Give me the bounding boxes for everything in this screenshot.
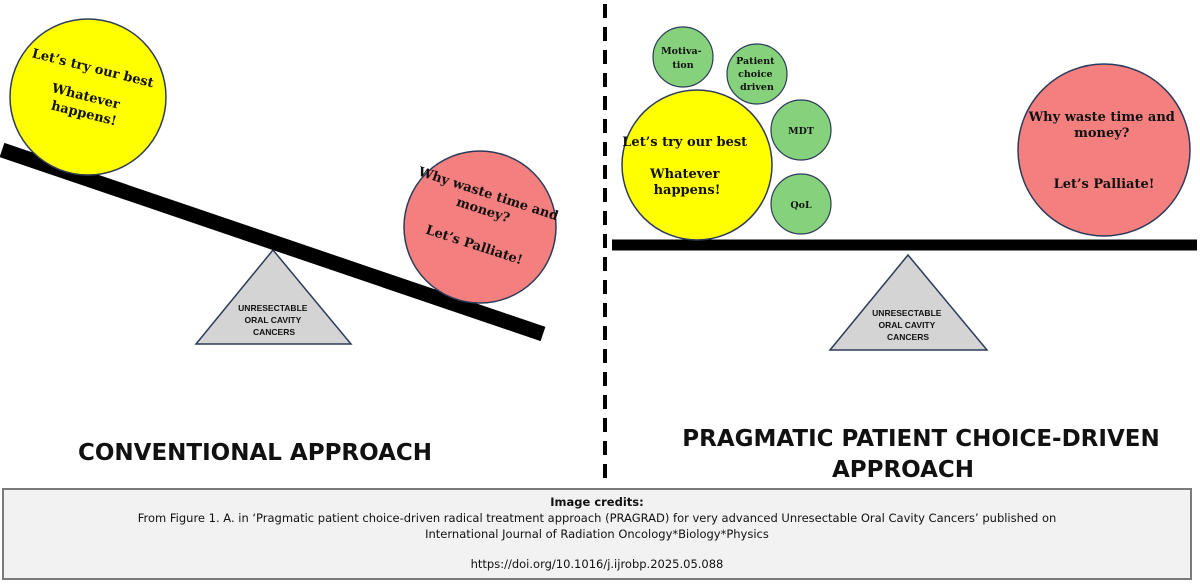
conventional-panel: UNRESECTABLE ORAL CAVITY CANCERS Let’s t… <box>0 18 560 466</box>
qol-circle <box>770 173 832 235</box>
image-credits-box: Image credits: From Figure 1. A. in ‘Pra… <box>2 488 1192 580</box>
pragmatic-heading: PRAGMATIC PATIENT CHOICE-DRIVEN APPROACH <box>682 426 1167 483</box>
right-yellow-text: Let’s try our best Whatever happens! <box>622 135 751 198</box>
conventional-heading: CONVENTIONAL APPROACH <box>78 440 432 466</box>
right-red-circle <box>1017 63 1191 237</box>
mdt-label: MDT <box>788 126 814 137</box>
credits-journal-line: International Journal of Radiation Oncol… <box>425 527 769 541</box>
motivation-label: Motiva- tion <box>661 46 705 71</box>
right-yellow-circle <box>621 89 773 241</box>
credits-title: Image credits: <box>550 495 644 509</box>
credits-source-line: From Figure 1. A. in ‘Pragmatic patient … <box>137 511 1057 525</box>
right-fulcrum-label: UNRESECTABLE ORAL CAVITY CANCERS <box>872 308 944 342</box>
balance-diagram: UNRESECTABLE ORAL CAVITY CANCERS Let’s t… <box>0 4 1197 484</box>
left-red-circle <box>403 150 557 304</box>
motivation-circle <box>652 26 714 88</box>
left-fulcrum-triangle <box>194 248 353 345</box>
left-yellow-circle <box>9 18 167 176</box>
qol-label: QoL <box>790 200 812 211</box>
mdt-circle <box>770 99 832 161</box>
right-fulcrum-triangle <box>828 253 989 351</box>
left-tilted-beam <box>0 142 546 342</box>
patient-choice-label: Patient choice driven <box>736 56 778 93</box>
right-red-text: Why waste time and money? Let’s Palliate… <box>1028 110 1180 192</box>
left-fulcrum-label: UNRESECTABLE ORAL CAVITY CANCERS <box>238 303 310 337</box>
pragmatic-panel: UNRESECTABLE ORAL CAVITY CANCERS Motiva-… <box>612 26 1197 483</box>
credits-doi-link[interactable]: https://doi.org/10.1016/j.ijrobp.2025.05… <box>470 557 724 571</box>
patient-choice-circle <box>726 43 788 105</box>
